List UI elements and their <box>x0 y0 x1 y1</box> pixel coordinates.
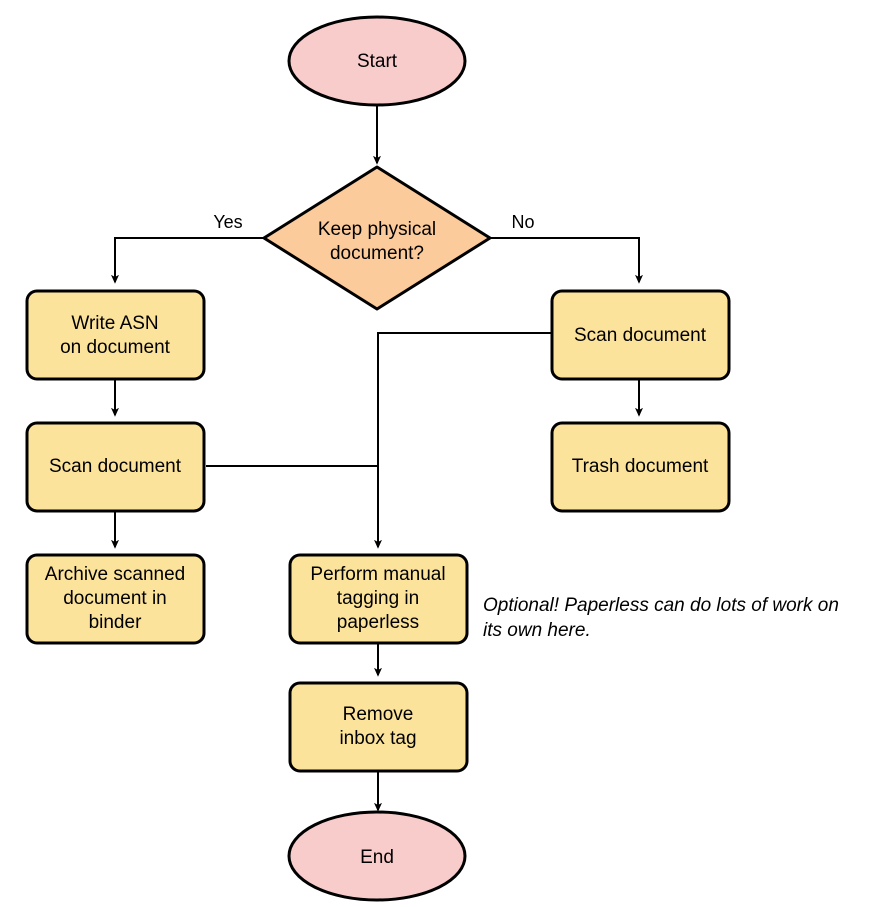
node-label-decision-line1: Keep physical <box>318 219 436 240</box>
node-start[interactable]: Start <box>287 15 467 107</box>
node-remove-inbox-tag[interactable]: Remove inbox tag <box>288 681 469 773</box>
node-label-write-asn-line2: on document <box>60 337 171 358</box>
node-label-remove-inbox-line1: Remove <box>343 704 414 725</box>
node-archive-scanned-document-in-binder[interactable]: Archive scanned document in binder <box>25 553 206 645</box>
node-label-archive-line1: Archive scanned <box>45 564 185 585</box>
annotation-line-1: Optional! Paperless can do lots of work … <box>483 595 839 616</box>
node-keep-physical-document-decision[interactable]: Keep physical document? <box>262 165 492 311</box>
tagging-box-shape <box>288 553 469 645</box>
node-scan-document-right[interactable]: Scan document <box>550 289 731 381</box>
optional-annotation: Optional! Paperless can do lots of work … <box>483 595 839 641</box>
node-label-write-asn-line1: Write ASN <box>71 313 158 334</box>
scan-document-left-box-shape <box>25 421 206 513</box>
scan-document-right-box-shape <box>550 289 731 381</box>
remove-inbox-tag-box-shape <box>288 681 469 773</box>
node-label-archive-line2: document in <box>63 588 167 609</box>
node-perform-manual-tagging-in-paperless[interactable]: Perform manual tagging in paperless <box>288 553 469 645</box>
edge-decision-yes-to-write-asn: Yes <box>111 212 266 284</box>
node-label-start: Start <box>357 51 398 72</box>
node-label-decision-line2: document? <box>330 243 424 264</box>
node-label-end: End <box>360 847 394 868</box>
write-asn-box-shape <box>25 289 206 381</box>
trash-document-box-shape <box>550 421 731 513</box>
node-label-tagging-line1: Perform manual <box>310 564 445 585</box>
edge-scan-right-to-tagging <box>374 332 551 549</box>
node-end[interactable]: End <box>287 810 467 902</box>
edge-label-no: No <box>511 212 534 232</box>
node-write-asn-on-document[interactable]: Write ASN on document <box>25 289 206 381</box>
node-label-tagging-line2: tagging in <box>337 588 419 609</box>
archive-box-shape <box>25 553 206 645</box>
decision-diamond-shape <box>262 165 492 311</box>
node-label-tagging-line3: paperless <box>337 612 419 633</box>
edge-label-yes: Yes <box>213 212 242 232</box>
node-trash-document[interactable]: Trash document <box>550 421 731 513</box>
node-label-scan-document-left: Scan document <box>49 456 182 477</box>
end-terminator-shape <box>287 810 467 902</box>
annotation-line-2: its own here. <box>483 620 591 641</box>
node-label-archive-line3: binder <box>89 612 142 633</box>
node-label-remove-inbox-line2: inbox tag <box>339 728 416 749</box>
node-label-trash-document: Trash document <box>572 456 709 477</box>
node-label-scan-document-right: Scan document <box>574 325 707 346</box>
node-scan-document-left[interactable]: Scan document <box>25 421 206 513</box>
edge-decision-no-to-scan-right: No <box>489 212 643 284</box>
start-terminator-shape <box>287 15 467 107</box>
